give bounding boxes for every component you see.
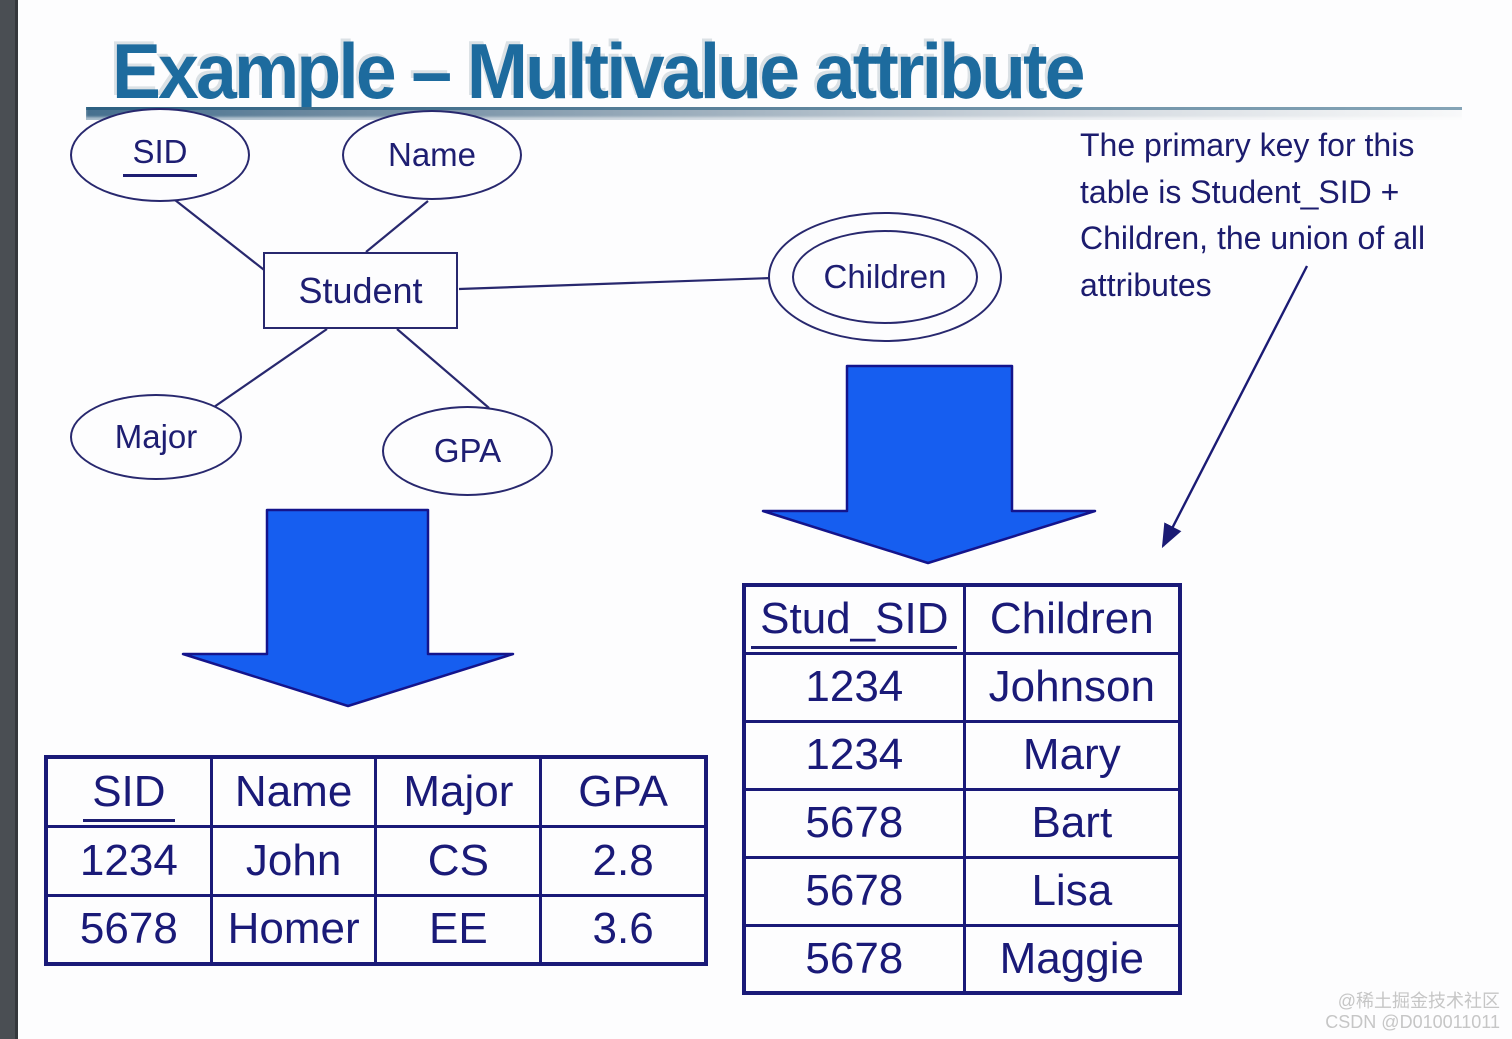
primary-key-annotation: The primary key for this table is Studen… [1080, 122, 1490, 308]
table-cell: 2.8 [539, 824, 708, 897]
attribute-label-major: Major [114, 418, 198, 455]
column-header-children: Children [962, 583, 1182, 655]
connector-student-major [213, 328, 328, 408]
table-cell: 3.6 [539, 893, 708, 966]
annotation-arrow [1161, 265, 1309, 549]
attribute-label-name: Name [387, 136, 477, 173]
annotation-line: Children, the union of all [1080, 220, 1426, 256]
student-table: SID Name Major GPA 1234 John CS 2.8 5678… [44, 755, 708, 966]
title-divider [86, 107, 1462, 120]
table-row: 5678 Maggie [742, 923, 1182, 995]
watermark-line: CSDN @D010011011 [1325, 1012, 1500, 1032]
attribute-label-gpa: GPA [433, 432, 502, 469]
left-edge-bar [0, 0, 18, 1039]
table-row: 5678 Lisa [742, 855, 1182, 927]
children-table: Stud_SID Children 1234 Johnson 1234 Mary… [742, 583, 1182, 995]
table-row: 5678 Homer EE 3.6 [44, 893, 708, 966]
table-header-row: SID Name Major GPA [44, 755, 708, 828]
down-arrow-left [181, 508, 515, 708]
table-cell: 1234 [742, 651, 966, 723]
table-cell: John [209, 824, 378, 897]
connector-name-student [365, 200, 429, 253]
connector-sid-student [174, 199, 269, 274]
entity-student: Student [263, 252, 458, 329]
connector-student-children [458, 276, 773, 291]
page-title: Example – Multivalue attribute [112, 27, 1085, 115]
attribute-ellipse-major: Major [70, 394, 242, 480]
table-cell: CS [374, 824, 543, 897]
attribute-label-children: Children [823, 258, 947, 295]
table-cell: 1234 [742, 719, 966, 791]
attribute-ellipse-name: Name [342, 110, 522, 200]
table-cell: EE [374, 893, 543, 966]
annotation-line: The primary key for this [1080, 127, 1415, 163]
down-arrow-right [761, 364, 1097, 565]
column-header-gpa: GPA [539, 755, 708, 828]
attribute-ellipse-gpa: GPA [382, 406, 553, 496]
table-row: 1234 Mary [742, 719, 1182, 791]
table-cell: 5678 [742, 855, 966, 927]
watermark: @稀土掘金技术社区 CSDN @D010011011 [1325, 991, 1500, 1033]
table-cell: Maggie [962, 923, 1182, 995]
entity-label-student: Student [298, 269, 423, 311]
column-header-label: Stud_SID [751, 594, 958, 650]
column-header-major: Major [374, 755, 543, 828]
table-cell: Bart [962, 787, 1182, 859]
table-cell: Mary [962, 719, 1182, 791]
multivalued-ellipse-children-inner: Children [792, 230, 978, 324]
attribute-ellipse-sid: SID [70, 108, 250, 202]
table-cell: 5678 [742, 787, 966, 859]
annotation-line: table is Student_SID + [1080, 173, 1400, 210]
table-cell: 5678 [44, 893, 213, 966]
table-row: 1234 Johnson [742, 651, 1182, 723]
column-header-stud-sid: Stud_SID [742, 583, 966, 655]
table-row: 1234 John CS 2.8 [44, 824, 708, 897]
watermark-line: @稀土掘金技术社区 [1337, 991, 1500, 1011]
connector-student-gpa [396, 328, 490, 409]
column-header-sid: SID [44, 755, 213, 828]
table-header-row: Stud_SID Children [742, 583, 1182, 655]
annotation-line: attributes [1080, 266, 1212, 303]
multivalued-ellipse-children-outer: Children [768, 212, 1002, 342]
table-cell: Lisa [962, 855, 1182, 927]
table-cell: 1234 [44, 824, 213, 897]
table-cell: Johnson [962, 651, 1182, 723]
column-header-name: Name [209, 755, 378, 828]
attribute-label-sid: SID [123, 133, 197, 177]
table-cell: 5678 [742, 923, 966, 995]
column-header-label: SID [83, 766, 175, 822]
table-row: 5678 Bart [742, 787, 1182, 859]
table-cell: Homer [209, 893, 378, 966]
